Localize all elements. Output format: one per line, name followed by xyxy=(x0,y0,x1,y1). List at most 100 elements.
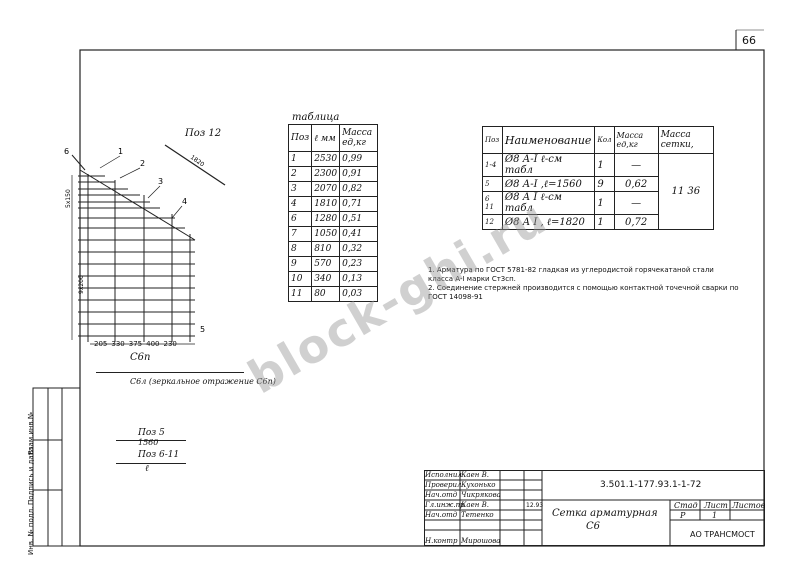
cell: 1 xyxy=(287,151,313,167)
c6l-caption: С6л (зеркальное отражение С6п) xyxy=(130,377,276,386)
cell: 0,62 xyxy=(613,176,659,192)
dim-4: 400 xyxy=(146,340,160,348)
cell: 1-4 xyxy=(482,153,503,177)
company-name: АО ТРАНСМОСТ xyxy=(690,530,755,539)
role xyxy=(425,521,461,531)
cell: 12 xyxy=(482,214,503,230)
note-2: 2. Соединение стержней производится с по… xyxy=(428,284,739,301)
col-header: Масса сетки, xyxy=(657,126,715,154)
cell: 8 xyxy=(287,241,313,257)
col-header: Наименование xyxy=(501,126,596,154)
mesh-diagram: 6 1 2 3 4 5x150 9x200 5 1820 xyxy=(64,144,226,345)
cell: 1 xyxy=(594,214,615,230)
table-row: 6 11 Ø8 А I ℓ-см табл 1 — xyxy=(482,191,714,215)
c6p-label: С6п xyxy=(130,352,151,363)
cell: 9 xyxy=(594,176,615,192)
cell: 1 xyxy=(594,153,615,177)
cell: 0,23 xyxy=(339,256,378,272)
cell: 2530 xyxy=(311,151,341,167)
document-code: 3.501.1-177.93.1-1-72 xyxy=(600,480,702,490)
cell: 9 xyxy=(287,256,313,272)
pos611-value: ℓ xyxy=(145,464,149,474)
cell: 11 xyxy=(287,286,313,302)
drawing-title-1: Сетка арматурная xyxy=(552,508,658,519)
person: Каен В. xyxy=(461,471,489,479)
role: Н.контр xyxy=(425,537,458,545)
cell: — xyxy=(613,153,659,177)
col-header: Масса ед,кг xyxy=(339,124,378,152)
svg-text:5x150: 5x150 xyxy=(65,189,72,208)
cell: 0,71 xyxy=(339,196,378,212)
svg-text:6: 6 xyxy=(64,147,69,156)
spec-table-header: Поз Наименование Кол Масса ед,кг Масса с… xyxy=(482,126,715,154)
cell: 3 xyxy=(287,181,313,197)
title-date: 12.93 xyxy=(526,502,544,509)
cell: 0,91 xyxy=(339,166,378,182)
col-header: Масса ед,кг xyxy=(613,126,659,154)
c6p-underline xyxy=(96,372,244,373)
title-block-frame xyxy=(424,470,765,546)
stage-value: Р xyxy=(680,511,686,520)
bottom-dims: 205 330 375 400 230 xyxy=(94,340,177,348)
notes: 1. Арматура по ГОСТ 5781-82 гладкая из у… xyxy=(428,266,740,302)
cell: 1280 xyxy=(311,211,341,227)
pos5-line xyxy=(116,440,186,441)
dim-5: 230 xyxy=(163,340,177,348)
table-row: 12 Ø8 А I , ℓ=1820 1 0,72 xyxy=(482,214,714,230)
role: Нач.отд xyxy=(425,491,458,499)
col-header: Поз xyxy=(287,124,313,152)
pos12-label: Поз 12 xyxy=(185,128,222,139)
length-table-header: Поз ℓ мм Масса ед,кг xyxy=(287,124,378,152)
col-header: Поз xyxy=(482,126,503,154)
cell: 6 xyxy=(287,211,313,227)
cell: 0,72 xyxy=(613,214,659,230)
person: Чикрякова xyxy=(461,491,501,499)
person: Кухонько xyxy=(461,481,496,489)
role: Нач.отд xyxy=(425,511,458,519)
cell: 0,41 xyxy=(339,226,378,242)
page-number: 66 xyxy=(742,34,756,47)
col-header: ℓ мм xyxy=(311,124,341,152)
dim-3: 375 xyxy=(128,340,143,348)
role: Гл.инж.пр xyxy=(425,501,465,509)
svg-text:1: 1 xyxy=(118,147,123,156)
cell: 0,99 xyxy=(339,151,378,167)
table-title: таблица xyxy=(292,112,340,123)
person xyxy=(461,521,501,531)
dim-2: 330 xyxy=(111,340,125,348)
svg-text:2: 2 xyxy=(140,159,145,168)
person: Тетенко xyxy=(461,511,494,519)
svg-text:4: 4 xyxy=(182,197,187,206)
cell: 2 xyxy=(287,166,313,182)
cell: 0,82 xyxy=(339,181,378,197)
sheet-value: 1 xyxy=(712,511,718,520)
cell: 4 xyxy=(287,196,313,212)
total-mass: 11 36 xyxy=(657,153,715,230)
cell: — xyxy=(613,191,659,215)
stage-header: Стад xyxy=(674,501,698,510)
role: Исполнил xyxy=(425,471,462,479)
sheets-header: Листов xyxy=(732,501,766,510)
svg-text:3: 3 xyxy=(158,177,163,186)
cell: 80 xyxy=(311,286,341,302)
cell: 1810 xyxy=(311,196,341,212)
pos5-value: 1560 xyxy=(138,438,159,447)
role-row xyxy=(425,521,501,531)
cell: 2070 xyxy=(311,181,341,197)
cell: Ø8 А-I ,ℓ=1560 xyxy=(501,176,596,192)
side-stamp-replace: Взам.инв.№ xyxy=(27,411,35,455)
dim-1: 205 xyxy=(94,340,108,348)
cell: 0,03 xyxy=(339,286,378,302)
cell: 340 xyxy=(311,271,341,287)
